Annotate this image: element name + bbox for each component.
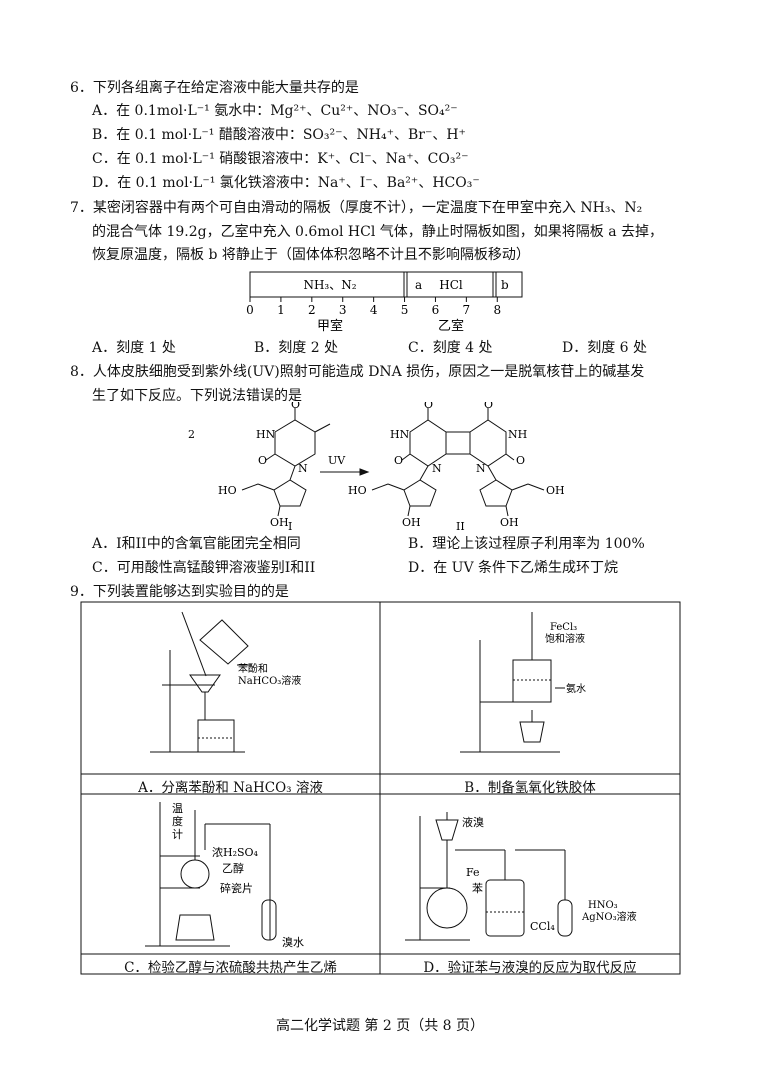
partition-a-label: a — [415, 278, 422, 292]
q6-stem: 6．下列各组离子在给定溶液中能大量共存的是 — [70, 80, 359, 96]
a-note-nahco3: NaHCO₃溶液 — [238, 674, 301, 687]
coefficient-2: 2 — [188, 428, 195, 441]
c-note-du: 度 — [172, 814, 183, 828]
right-gas-label: HCl — [439, 278, 463, 292]
d-note-liquid-bromine: 液溴 — [462, 815, 484, 829]
page-footer: 高二化学试题 第 2 页（共 8 页） — [275, 1018, 485, 1034]
c-note-ethanol: 乙醇 — [222, 861, 244, 875]
q7-stem-3: 恢复原温度，隔板 b 将静止于（固体体积忽略不计且不影响隔板移动） — [92, 247, 530, 263]
compound-i-label: I — [288, 520, 292, 530]
o-label-3: O — [424, 402, 433, 411]
oh-label-3: OH — [402, 516, 421, 529]
ruler-label-6: 6 — [432, 303, 440, 317]
uv-arrow-label: UV — [328, 454, 346, 467]
q6-option-a: A．在 0.1mol·L⁻¹ 氨水中：Mg²⁺、Cu²⁺、NO₃⁻、SO₄²⁻ — [92, 103, 458, 119]
partition-b-label: b — [501, 278, 509, 292]
o-label-2: O — [258, 454, 267, 467]
n-label-1: N — [298, 462, 308, 475]
d-note-ccl4: CCl₄ — [530, 920, 555, 933]
n-label-2: N — [432, 462, 442, 475]
ruler-label-4: 4 — [370, 303, 378, 317]
hn-label-1: HN — [256, 428, 276, 441]
q9-caption-b: B．制备氢氧化铁胶体 — [464, 780, 596, 796]
o-label-5: O — [394, 454, 403, 467]
ruler-label-8: 8 — [493, 303, 501, 317]
b-note-fecl3: FeCl₃ — [550, 622, 577, 633]
b-note-saturated: 饱和溶液 — [545, 632, 585, 645]
nh-label-1: NH — [508, 428, 527, 441]
o-label-1: O — [291, 402, 300, 411]
n-label-3: N — [476, 462, 486, 475]
reaction-scheme: 2 O HN O N HO OH UV O O HN NH O O N N HO… — [188, 402, 565, 530]
b-note-ammonia: 氨水 — [566, 682, 586, 695]
q9-caption-a: A．分离苯酚和 NaHCO₃ 溶液 — [138, 780, 323, 796]
room-jia-label: 甲室 — [317, 318, 343, 334]
oh-label-2: OH — [546, 484, 565, 497]
q6-option-d: D．在 0.1 mol·L⁻¹ 氯化铁溶液中：Na⁺、I⁻、Ba²⁺、HCO₃⁻ — [92, 175, 480, 191]
q9-stem: 9．下列装置能够达到实验目的的是 — [70, 584, 289, 600]
q9-caption-c: C．检验乙醇与浓硫酸共热产生乙烯 — [124, 960, 337, 976]
q8-stem-2: 生了如下反应。下列说法错误的是 — [92, 388, 302, 404]
q8-option-a: A．I和II中的含氧官能团完全相同 — [92, 536, 301, 552]
partition-box-diagram: NH₃、N₂ HCl a b 0 1 2 3 4 5 6 7 8 甲室 乙室 — [246, 271, 523, 334]
ruler-label-7: 7 — [463, 303, 471, 317]
q7-option-a: A．刻度 1 处 — [92, 340, 176, 356]
ruler-label-5: 5 — [401, 303, 409, 317]
c-note-ji: 计 — [172, 828, 183, 841]
q7-option-d: D．刻度 6 处 — [562, 340, 648, 356]
ruler-label-3: 3 — [339, 303, 347, 317]
oh-label-4: OH — [500, 516, 519, 529]
q8-option-b: B．理论上该过程原子利用率为 100% — [408, 536, 645, 552]
q7-stem-1: 7．某密闭容器中有两个可自由滑动的隔板（厚度不计），一定温度下在甲室中充入 NH… — [70, 200, 643, 216]
q7-option-b: B．刻度 2 处 — [254, 340, 339, 356]
o-label-4: O — [484, 402, 493, 411]
oh-label-1: OH — [270, 516, 289, 529]
q6-option-c: C．在 0.1 mol·L⁻¹ 硝酸银溶液中：K⁺、Cl⁻、Na⁺、CO₃²⁻ — [92, 151, 469, 167]
c-note-wen: 温 — [172, 802, 183, 815]
q8-stem-1: 8．人体皮肤细胞受到紫外线(UV)照射可能造成 DNA 损伤，原因之一是脱氧核苷… — [70, 364, 645, 380]
d-note-hno3: HNO₃ — [588, 900, 618, 911]
d-note-fe: Fe — [466, 866, 480, 879]
c-note-h2so4: 浓H₂SO₄ — [212, 846, 259, 859]
a-note-phenol: 苯酚和 — [238, 662, 268, 675]
ho-label-2: HO — [348, 484, 367, 497]
c-note-porcelain: 碎瓷片 — [220, 881, 253, 895]
ruler-label-2: 2 — [308, 303, 316, 317]
left-gas-label: NH₃、N₂ — [303, 278, 356, 292]
ruler-label-0: 0 — [246, 303, 254, 317]
ho-label-1: HO — [218, 484, 237, 497]
q9-caption-d: D．验证苯与液溴的反应为取代反应 — [423, 960, 637, 976]
q7-option-c: C．刻度 4 处 — [408, 340, 493, 356]
o-label-6: O — [516, 454, 525, 467]
c-note-bromine-water: 溴水 — [282, 935, 304, 949]
d-note-benzene: 苯 — [472, 881, 483, 895]
q6-option-b: B．在 0.1 mol·L⁻¹ 醋酸溶液中：SO₃²⁻、NH₄⁺、Br⁻、H⁺ — [92, 127, 466, 143]
q7-stem-2: 的混合气体 19.2g，乙室中充入 0.6mol HCl 气体，静止时隔板如图，… — [92, 224, 664, 240]
hn-label-2: HN — [390, 428, 410, 441]
d-note-agno3: AgNO₃溶液 — [581, 910, 637, 923]
compound-ii-label: II — [456, 520, 465, 530]
ruler-label-1: 1 — [277, 303, 285, 317]
q8-option-c: C．可用酸性高锰酸钾溶液鉴别I和II — [92, 560, 316, 576]
q8-option-d: D．在 UV 条件下乙烯生成环丁烷 — [408, 560, 619, 576]
room-yi-label: 乙室 — [438, 318, 464, 334]
